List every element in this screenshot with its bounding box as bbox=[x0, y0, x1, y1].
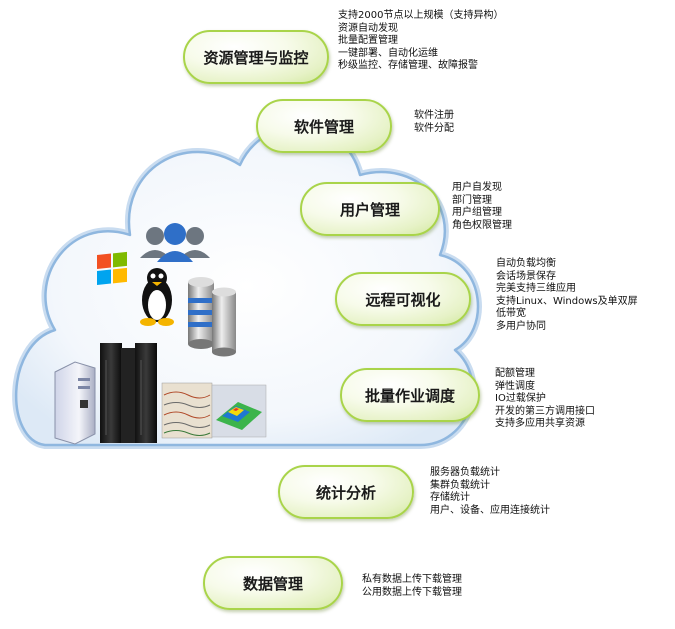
feature-item: 弹性调度 bbox=[495, 380, 535, 392]
feature-item: 服务器负载统计 bbox=[430, 467, 500, 478]
feature-item: 资源自动发现 bbox=[338, 22, 398, 34]
module-title: 远程可视化 bbox=[365, 290, 441, 309]
feature-item: 开发的第三方调用接口 bbox=[495, 405, 595, 417]
storage-disks-icon bbox=[188, 277, 236, 357]
desktop-tower-icon bbox=[54, 361, 96, 445]
module-software-features: 软件注册 软件分配 bbox=[414, 110, 454, 135]
module-user-features: 用户自发现 部门管理 用户组管理 角色权限管理 bbox=[452, 182, 512, 232]
module-stats-pill[interactable]: 统计分析 bbox=[278, 465, 414, 519]
module-stats-features: 服务器负载统计 集群负载统计 存储统计 用户、设备、应用连接统计 bbox=[430, 467, 550, 517]
feature-item: 会话场景保存 bbox=[496, 270, 556, 282]
feature-item: 支持2000节点以上规模（支持异构） bbox=[338, 10, 504, 21]
feature-item: 批量配置管理 bbox=[338, 35, 398, 47]
module-remote-pill[interactable]: 远程可视化 bbox=[335, 272, 471, 326]
module-title: 资源管理与监控 bbox=[203, 48, 309, 67]
feature-item: 用户组管理 bbox=[452, 207, 502, 219]
module-user-pill[interactable]: 用户管理 bbox=[300, 182, 440, 236]
module-resource-pill[interactable]: 资源管理与监控 bbox=[183, 30, 329, 84]
feature-item: 用户、设备、应用连接统计 bbox=[430, 504, 550, 516]
feature-item: 存储统计 bbox=[430, 492, 470, 504]
feature-item: 多用户协同 bbox=[496, 320, 546, 332]
module-title: 软件管理 bbox=[293, 117, 354, 136]
feature-item: 用户自发现 bbox=[452, 182, 502, 193]
module-title: 数据管理 bbox=[242, 574, 303, 593]
feature-item: 自动负载均衡 bbox=[496, 258, 556, 269]
module-data-features: 私有数据上传下载管理 公用数据上传下载管理 bbox=[362, 574, 462, 599]
linux-penguin-icon bbox=[140, 268, 174, 326]
module-data-pill[interactable]: 数据管理 bbox=[203, 556, 343, 610]
module-resource-features: 支持2000节点以上规模（支持异构） 资源自动发现 批量配置管理 一键部署、自动… bbox=[338, 10, 503, 73]
server-rack-icon bbox=[100, 343, 157, 443]
module-title: 统计分析 bbox=[315, 483, 376, 502]
feature-item: 软件分配 bbox=[414, 122, 454, 134]
feature-item: 低带宽 bbox=[496, 308, 526, 320]
feature-item: 一键部署、自动化运维 bbox=[338, 47, 438, 59]
feature-item: 配额管理 bbox=[495, 368, 535, 379]
feature-item: 支持多应用共享资源 bbox=[495, 418, 585, 430]
feature-item: 集群负载统计 bbox=[430, 479, 490, 491]
feature-item: 完美支持三维应用 bbox=[496, 283, 576, 295]
users-icon bbox=[140, 223, 210, 262]
module-batch-features: 配额管理 弹性调度 IO过载保护 开发的第三方调用接口 支持多应用共享资源 bbox=[495, 368, 595, 431]
module-software-pill[interactable]: 软件管理 bbox=[256, 99, 392, 153]
feature-item: 角色权限管理 bbox=[452, 219, 512, 231]
windows-logo-icon bbox=[97, 251, 127, 285]
3d-surface-icon bbox=[211, 384, 267, 438]
module-title: 批量作业调度 bbox=[364, 386, 455, 405]
feature-item: 私有数据上传下载管理 bbox=[362, 574, 462, 585]
feature-item: 秒级监控、存储管理、故障报警 bbox=[338, 60, 478, 72]
seismic-plot-icon bbox=[161, 382, 213, 439]
feature-item: 支持Linux、Windows及单双屏 bbox=[496, 295, 638, 307]
feature-item: IO过载保护 bbox=[495, 393, 546, 405]
feature-item: 部门管理 bbox=[452, 194, 492, 206]
module-remote-features: 自动负载均衡 会话场景保存 完美支持三维应用 支持Linux、Windows及单… bbox=[496, 258, 638, 334]
feature-item: 公用数据上传下载管理 bbox=[362, 586, 462, 598]
module-title: 用户管理 bbox=[339, 200, 400, 219]
feature-item: 软件注册 bbox=[414, 110, 454, 121]
module-batch-pill[interactable]: 批量作业调度 bbox=[340, 368, 480, 422]
